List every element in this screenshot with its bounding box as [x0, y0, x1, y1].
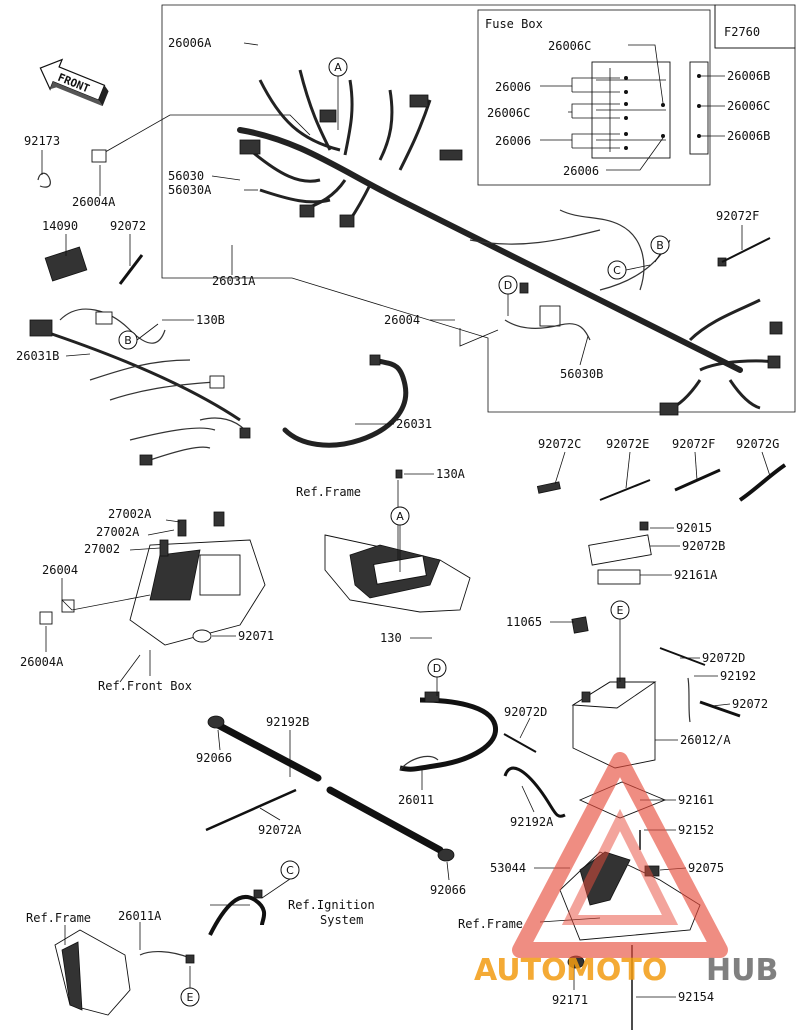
part-label: 92072E [606, 437, 649, 451]
callout-a-text: A [396, 510, 404, 523]
callout-circles: A B C D B A E D C E [118, 57, 670, 1007]
part-label: 92071 [238, 629, 274, 643]
ref-label: Ref.Frame [458, 917, 523, 931]
fuse-label: 26006 [495, 134, 531, 148]
fuse-label: 26006C [487, 106, 530, 120]
part-label: 92072 [110, 219, 146, 233]
ref-label: System [320, 913, 363, 927]
part-label: 92066 [430, 883, 466, 897]
part-label: 26004 [384, 313, 420, 327]
part-label: 26012/A [680, 733, 731, 747]
harness-26031 [282, 354, 409, 448]
callout-leaders [136, 76, 661, 988]
part-label: 92192A [510, 815, 554, 829]
part-label: 27002 [84, 542, 120, 556]
part-label: 56030A [168, 183, 212, 197]
conduit-92192B [205, 715, 455, 862]
part-label: 26004 [42, 563, 78, 577]
fuse-label: 26006C [548, 39, 591, 53]
part-label: 92192B [266, 715, 309, 729]
part-label: 56030B [560, 367, 603, 381]
callout-c-text: C [613, 264, 621, 277]
callout-b-text: B [656, 239, 664, 252]
ref-labels: Ref.Frame Ref.Front Box Ref.Ignition Sys… [26, 485, 523, 931]
part-label: 92072D [504, 705, 547, 719]
part-label: 130A [436, 467, 466, 481]
part-label: 92066 [196, 751, 232, 765]
part-labels: 26006A 92173 26004A 56030 56030A 14090 9… [16, 36, 779, 1007]
ref-label: Ref.Ignition [288, 898, 375, 912]
battery-cables [399, 691, 498, 772]
part-label: 14090 [42, 219, 78, 233]
part-label: 92161A [674, 568, 718, 582]
fuse-label: 26006 [495, 80, 531, 94]
part-label: 92072D [702, 651, 745, 665]
part-label: 26011 [398, 793, 434, 807]
part-label: 92072G [736, 437, 779, 451]
part-label: 26031A [212, 274, 256, 288]
watermark-auto: AUTO [474, 953, 567, 988]
part-label: 92072F [672, 437, 715, 451]
front-box [39, 511, 266, 646]
fuse-label: 26006B [727, 69, 770, 83]
part-label: 92173 [24, 134, 60, 148]
callout-a-text: A [334, 61, 342, 74]
part-label: 11065 [506, 615, 542, 629]
part-label: 53044 [490, 861, 526, 875]
harness-26031B [29, 308, 251, 466]
part-label: 92072B [682, 539, 725, 553]
ref-label: Ref.Frame [26, 911, 91, 925]
callout-e-text: E [617, 604, 624, 617]
ref-label: Ref.Front Box [98, 679, 192, 693]
part-label: 26011A [118, 909, 162, 923]
bottom-left-bracket [54, 889, 267, 1016]
part-label: 92152 [678, 823, 714, 837]
part-label: 56030 [168, 169, 204, 183]
part-label: 92015 [676, 521, 712, 535]
watermark-inner-triangle [561, 808, 679, 925]
part-label: 26031 [396, 417, 432, 431]
main-frame [99, 4, 796, 413]
small-parts-left [37, 149, 771, 285]
part-label: 26004A [20, 655, 64, 669]
front-arrow: FRONT [39, 58, 109, 107]
part-label: 92192 [720, 669, 756, 683]
callout-c-text: C [286, 864, 294, 877]
part-label: 92154 [678, 990, 714, 1004]
part-label: 27002A [96, 525, 140, 539]
fuse-label: 26006C [727, 99, 770, 113]
fuse-label: 26006B [727, 129, 770, 143]
part-label: 26006A [168, 36, 212, 50]
callout-d-text: D [504, 279, 512, 292]
fuse-label: 26006 [563, 164, 599, 178]
part-label: 92161 [678, 793, 714, 807]
part-label: 92072F [716, 209, 759, 223]
callout-b-text: B [124, 334, 132, 347]
part-label: 27002A [108, 507, 152, 521]
part-label: 92072A [258, 823, 302, 837]
callout-e-text: E [187, 991, 194, 1004]
part-label: 92072 [732, 697, 768, 711]
part-label: 26031B [16, 349, 59, 363]
part-label: 92171 [552, 993, 588, 1007]
watermark-moto: MOTO [566, 953, 667, 988]
fuse-box-group: Fuse Box 26006C 26006 26006C 26006 26006… [477, 9, 770, 186]
frame-section-mid [324, 469, 471, 613]
diagram-code: F2760 [724, 25, 760, 39]
callout-d-text: D [433, 662, 441, 675]
part-label: 92075 [688, 861, 724, 875]
fuse-box-title: Fuse Box [485, 17, 543, 31]
part-label: 26004A [72, 195, 116, 209]
watermark-triangle [512, 752, 728, 958]
watermark: AUTO MOTO HUB [474, 752, 778, 988]
main-harness [237, 69, 783, 416]
ties-row [536, 463, 787, 502]
watermark-hub: HUB [706, 953, 778, 988]
part-label: 92072C [538, 437, 581, 451]
ref-label: Ref.Frame [296, 485, 361, 499]
part-label: 130B [196, 313, 225, 327]
part-label: 130 [380, 631, 402, 645]
